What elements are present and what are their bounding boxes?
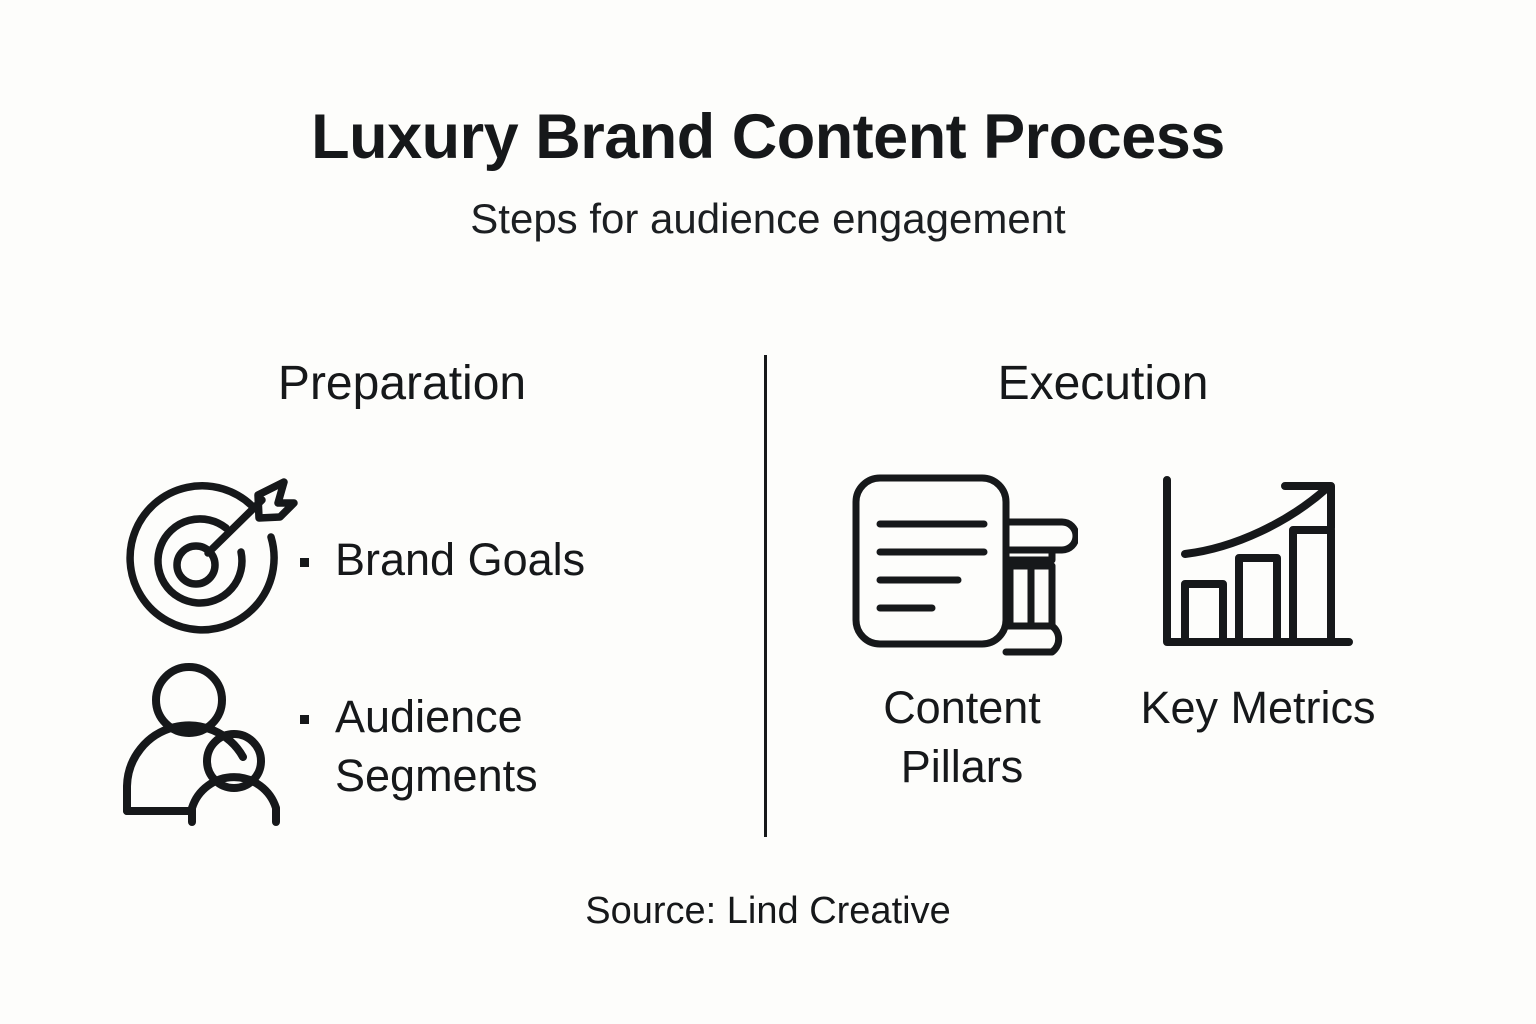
bullet-marker (300, 714, 309, 724)
list-item-label: Audience Segments (335, 690, 538, 801)
footer: Source: Lind Creative (0, 890, 1536, 933)
page-title: Luxury Brand Content Process (311, 102, 1225, 172)
source-attribution: Source: Lind Creative (585, 890, 951, 932)
target-arrow-icon (110, 470, 300, 646)
page-subtitle: Steps for audience engagement (470, 195, 1066, 243)
execution-items: Content Pillars (790, 466, 1490, 797)
preparation-items: Brand Goals (110, 474, 750, 828)
list-item-text: Audience Segments (300, 683, 635, 806)
list-item[interactable]: Brand Goals (110, 474, 750, 642)
column-heading-execution: Execution (997, 357, 1209, 410)
document-pillar-icon (846, 466, 1078, 656)
list-item-text: Brand Goals (300, 526, 585, 589)
audience-people-icon (110, 656, 300, 832)
column-execution: Execution (790, 360, 1490, 797)
column-divider (764, 355, 767, 837)
bar-chart-growth-icon (1149, 466, 1367, 656)
column-preparation: Preparation (110, 360, 750, 828)
list-item-label: Brand Goals (335, 534, 586, 586)
bullet-marker (300, 558, 309, 568)
list-item-label: Key Metrics (1140, 682, 1376, 733)
list-item-label: Content Pillars (883, 682, 1041, 793)
list-item[interactable]: Audience Segments (110, 660, 750, 828)
list-item[interactable]: Key Metrics (1134, 466, 1382, 797)
column-heading-preparation: Preparation (277, 357, 527, 410)
header: Luxury Brand Content Process Steps for a… (0, 104, 1536, 242)
list-item[interactable]: Content Pillars (838, 466, 1086, 797)
